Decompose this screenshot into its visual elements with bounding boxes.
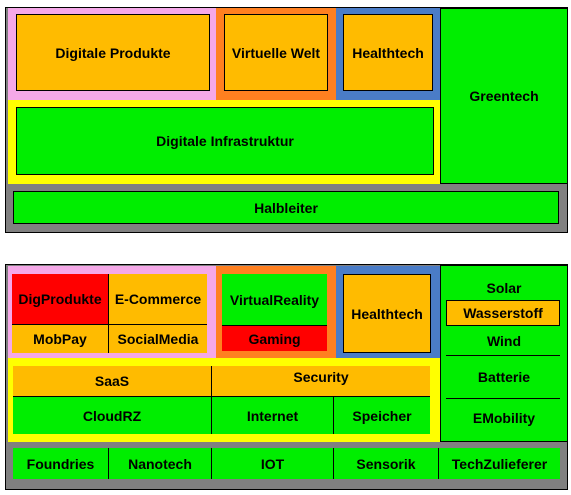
label-saas: SaaS [94, 373, 130, 389]
cell-healthtech-bottom: Healthtech [343, 274, 431, 353]
box-digitale-infrastruktur: Digitale Infrastruktur [16, 107, 434, 175]
cell-wasserstoff: Wasserstoff [446, 300, 560, 326]
label-nanotech: Nanotech [128, 455, 192, 472]
cell-wind: Wind [441, 327, 567, 354]
box-digitale-produkte: Digitale Produkte [16, 14, 210, 91]
box-healthtech-top: Healthtech [343, 14, 433, 91]
label-greentech: Greentech [469, 88, 539, 104]
cell-iot: IOT [212, 448, 333, 479]
label-socialmedia: SocialMedia [117, 331, 199, 347]
cell-internet: Internet [212, 397, 333, 434]
divider [12, 324, 207, 325]
divider [333, 397, 334, 434]
cell-mobpay: MobPay [12, 325, 108, 353]
divider [211, 448, 212, 479]
label-solar: Solar [486, 280, 522, 296]
box-virtuelle-welt: Virtuelle Welt [224, 14, 328, 91]
label-mobpay: MobPay [33, 331, 87, 347]
label-wind: Wind [486, 332, 522, 349]
cell-ecommerce: E-Commerce [109, 274, 207, 324]
label-halbleiter: Halbleiter [254, 199, 318, 216]
label-digitale-infrastruktur: Digitale Infrastruktur [156, 133, 294, 149]
cell-cloudrz: CloudRZ [13, 397, 211, 434]
cell-techzulieferer: TechZulieferer [439, 448, 560, 479]
cell-emobility: EMobility [441, 399, 567, 437]
cell-speicher: Speicher [334, 397, 430, 434]
label-wasserstoff: Wasserstoff [463, 305, 543, 321]
divider [446, 355, 560, 356]
cell-socialmedia: SocialMedia [109, 325, 207, 353]
label-batterie: Batterie [477, 369, 531, 385]
box-halbleiter: Halbleiter [13, 191, 559, 224]
label-emobility: EMobility [472, 410, 536, 426]
divider [108, 274, 109, 353]
label-sensorik: Sensorik [356, 455, 416, 472]
cell-virtualreality: VirtualReality [222, 274, 327, 325]
label-ecommerce: E-Commerce [114, 291, 202, 307]
label-speicher: Speicher [352, 407, 412, 424]
label-virtuelle-welt: Virtuelle Welt [231, 44, 321, 61]
label-security: Security [293, 369, 349, 385]
divider [13, 396, 430, 397]
divider [333, 448, 334, 479]
cell-solar: Solar [441, 276, 567, 300]
divider [438, 448, 439, 479]
label-internet: Internet [246, 407, 299, 424]
cell-security: Security [212, 366, 430, 388]
cell-batterie: Batterie [441, 356, 567, 398]
green-column [440, 265, 568, 442]
cell-sensorik: Sensorik [334, 448, 438, 479]
label-foundries: Foundries [26, 455, 95, 472]
cell-gaming: Gaming [222, 326, 327, 351]
label-healthtech-bottom: Healthtech [351, 305, 423, 322]
cell-foundries: Foundries [13, 448, 108, 479]
label-virtualreality: VirtualReality [229, 291, 320, 308]
divider [446, 398, 560, 399]
label-digitale-produkte: Digitale Produkte [55, 44, 171, 61]
label-healthtech-top: Healthtech [352, 44, 424, 61]
label-gaming: Gaming [248, 330, 301, 347]
cell-saas: SaaS [13, 366, 211, 396]
label-techzulieferer: TechZulieferer [451, 455, 548, 472]
label-cloudrz: CloudRZ [82, 407, 142, 424]
box-greentech: Greentech [440, 8, 568, 184]
divider [211, 366, 212, 434]
divider [222, 325, 327, 326]
label-iot: IOT [260, 455, 285, 472]
cell-nanotech: Nanotech [109, 448, 211, 479]
cell-digprodukte: DigProdukte [12, 274, 108, 324]
label-digprodukte: DigProdukte [18, 291, 102, 307]
divider [108, 448, 109, 479]
cell-security-lower [212, 388, 430, 396]
